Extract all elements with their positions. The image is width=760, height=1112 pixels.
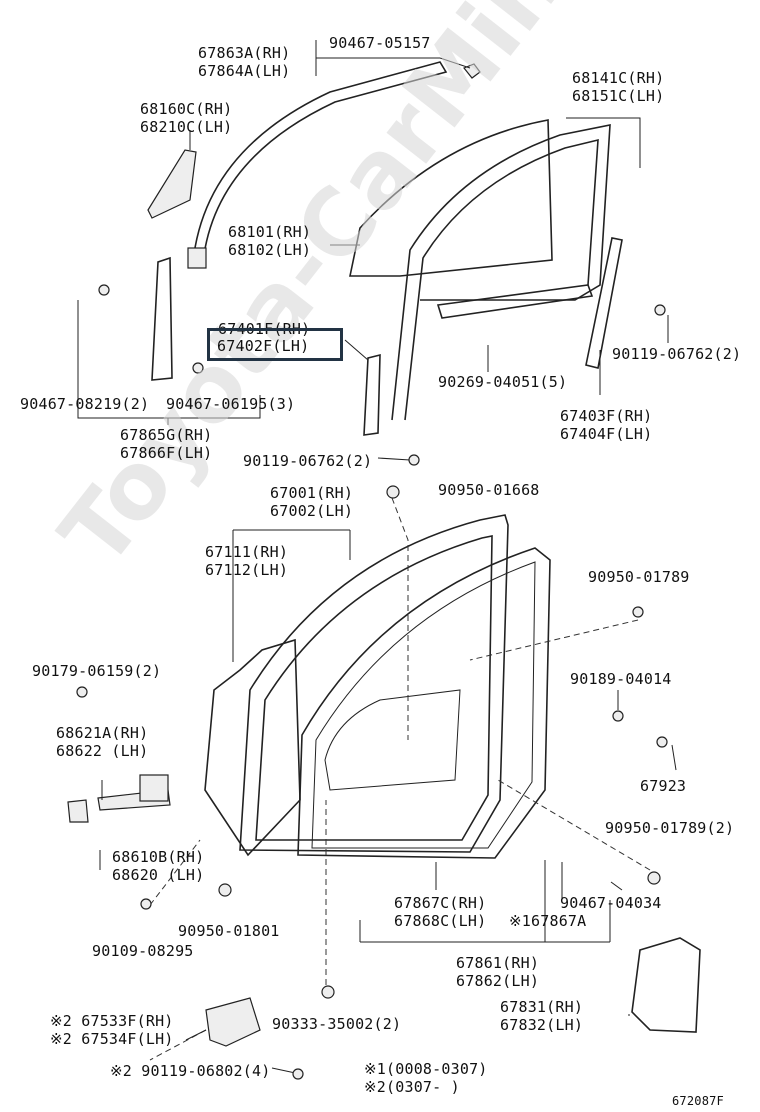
part-67404f: 67404F(LH) (560, 425, 653, 443)
part-68621a: 68621A(RH) (56, 724, 149, 742)
part-67923: 67923 (640, 777, 687, 795)
part-68210c: 68210C(LH) (140, 118, 233, 136)
part-90333-35002: 90333-35002(2) (272, 1015, 402, 1033)
part-67865g: 67865G(RH) (120, 426, 213, 444)
part-68102: 68102(LH) (228, 241, 312, 259)
part-67868c: 67868C(LH) (394, 912, 487, 930)
part-67861: 67861(RH) (456, 954, 540, 972)
part-90950-01668: 90950-01668 (438, 481, 540, 499)
part-90269-04051: 90269-04051(5) (438, 373, 568, 391)
part-68610b: 68610B(RH) (112, 848, 205, 866)
corner-piece-drawing (147, 149, 197, 219)
part-90119-06762-upper: 90119-06762(2) (612, 345, 742, 363)
door-panel-drawing (204, 638, 301, 857)
part-67867a: ※167867A (509, 912, 587, 930)
part-90950-01789-lower: 90950-01789(2) (605, 819, 735, 837)
part-67112: 67112(LH) (205, 561, 289, 579)
part-67533f: ※2 67533F(RH) (50, 1012, 174, 1030)
hinge-drawing (67, 799, 89, 823)
rear-sash-drawing (585, 237, 623, 369)
part-67862: 67862(LH) (456, 972, 540, 990)
part-68160c: 68160C(RH) (140, 100, 233, 118)
door-weatherstrip-drawing (297, 547, 551, 859)
part-90950-01789-upper: 90950-01789 (588, 568, 690, 586)
front-sash-drawing (151, 256, 173, 381)
center-sash-drawing (363, 353, 381, 436)
part-68141c: 68141C(RH) (572, 69, 665, 87)
part-67534f: ※2 67534F(LH) (50, 1030, 174, 1048)
part-67831: 67831(RH) (500, 998, 584, 1016)
part-90189-04014: 90189-04014 (570, 670, 672, 688)
channel-drawing (436, 284, 594, 319)
part-67402f: 67402F(LH) (217, 337, 310, 355)
part-90179-06159: 90179-06159(2) (32, 662, 162, 680)
door-glass-drawing (349, 119, 553, 277)
part-68151c: 68151C(LH) (572, 87, 665, 105)
part-68620: 68620 (LH) (112, 866, 205, 884)
part-67111: 67111(RH) (205, 543, 289, 561)
part-67866f: 67866F(LH) (120, 444, 213, 462)
highlight-box (207, 328, 343, 361)
protector-drawing (631, 937, 701, 1033)
part-67832: 67832(LH) (500, 1016, 584, 1034)
diagram-code: 672087F (672, 1094, 724, 1108)
part-67867c: 67867C(RH) (394, 894, 487, 912)
part-67403f: 67403F(RH) (560, 407, 653, 425)
part-67001: 67001(RH) (270, 484, 354, 502)
part-90119-06802: ※2 90119-06802(4) (110, 1062, 271, 1080)
note-2: ※2(0307- ) (364, 1078, 460, 1096)
bracket-drawing (205, 997, 261, 1047)
part-90467-05157: 90467-05157 (329, 34, 431, 52)
part-90467-06195: 90467-06195(3) (166, 395, 296, 413)
glass-run-drawing (391, 124, 611, 421)
part-90467-04034: 90467-04034 (560, 894, 662, 912)
part-68622: 68622 (LH) (56, 742, 149, 760)
door-frame-drawing (239, 514, 509, 853)
outer-weatherstrip-drawing (187, 61, 448, 269)
part-90119-06762-lower: 90119-06762(2) (243, 452, 373, 470)
note-1: ※1(0008-0307) (364, 1060, 488, 1078)
part-67864a: 67864A(LH) (198, 62, 291, 80)
part-68101: 68101(RH) (228, 223, 312, 241)
service-cover-drawing (324, 689, 461, 791)
part-90109-08295: 90109-08295 (92, 942, 194, 960)
part-90950-01801: 90950-01801 (178, 922, 280, 940)
part-90467-08219: 90467-08219(2) (20, 395, 150, 413)
part-67863a: 67863A(RH) (198, 44, 291, 62)
part-67002: 67002(LH) (270, 502, 354, 520)
